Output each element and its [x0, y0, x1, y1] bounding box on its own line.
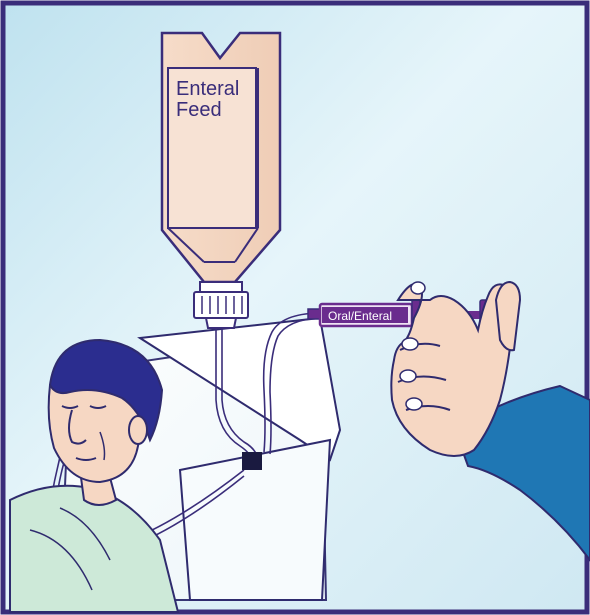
y-connector: [242, 452, 262, 470]
syringe-label: Oral/Enteral: [328, 309, 392, 323]
bag-label-line2: Feed: [176, 99, 222, 121]
bag-label-line1: Enteral: [176, 78, 239, 100]
